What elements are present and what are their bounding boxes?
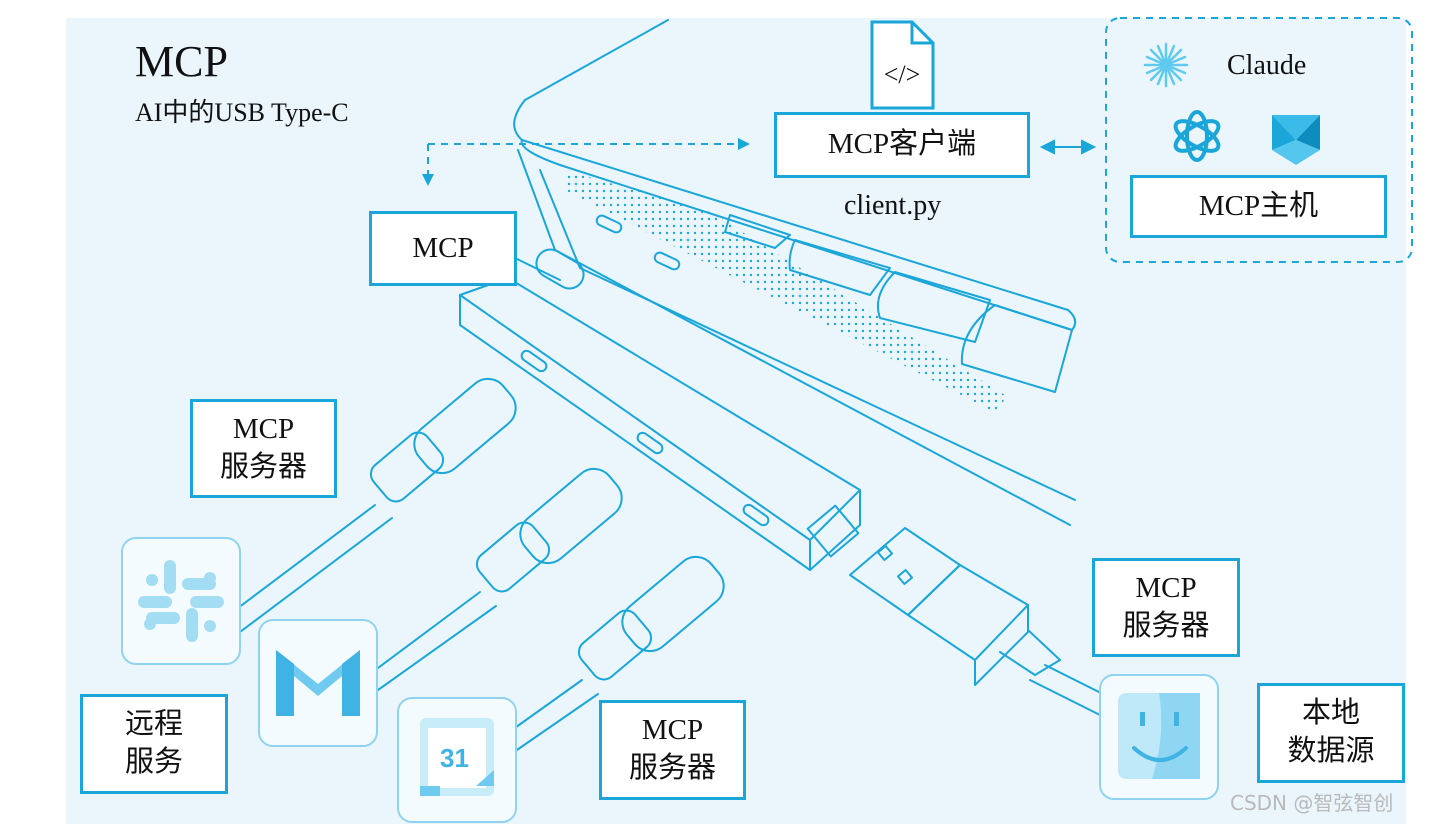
- calendar-day-number: 31: [440, 743, 469, 773]
- laptop-port-1: [595, 214, 623, 234]
- calendar-icon: [397, 697, 517, 823]
- local-data-source-label: 本地 数据源: [1257, 683, 1405, 783]
- openai-icon: [1173, 110, 1221, 162]
- usb-c-cable-3: [511, 555, 725, 753]
- mcp-server-label-top-left: MCP 服务器: [190, 399, 337, 498]
- key-3: [876, 271, 991, 343]
- diagram-subtitle: AI中的USB Type-C: [135, 98, 349, 127]
- hub-port-2: [636, 431, 664, 455]
- mcp-hub-label: MCP: [369, 211, 517, 286]
- remote-service-label: 远程 服务: [80, 694, 228, 794]
- usb-c-cable-1: [237, 377, 517, 633]
- client-file-caption: client.py: [844, 190, 942, 221]
- arrowhead-right-2: [1081, 139, 1097, 155]
- hub-port-1: [520, 349, 548, 373]
- hub-plug: [535, 248, 585, 290]
- laptop-port-2: [653, 251, 681, 271]
- hub-usb-port: [806, 504, 860, 558]
- laptop-lid: [513, 19, 669, 141]
- key-4: [960, 304, 1073, 393]
- diagram-title: MCP: [135, 37, 228, 86]
- claude-label: Claude: [1227, 50, 1307, 81]
- file-code-icon: [870, 20, 935, 110]
- watermark: CSDN @智弦智创: [1230, 791, 1394, 815]
- key-2: [788, 239, 891, 296]
- gemini-like-icon: [1272, 115, 1320, 165]
- gmail-icon: [258, 619, 378, 747]
- hub-port-3: [742, 503, 770, 527]
- file-icon-text: </>: [883, 60, 921, 89]
- usb-hub-edge: [459, 294, 861, 541]
- laptop-body-edge: [539, 169, 1076, 501]
- mcp-client-label: MCP客户端: [774, 112, 1030, 178]
- arrowhead-left: [1039, 139, 1055, 155]
- slack-icon: [121, 537, 241, 665]
- arrowhead-right: [738, 138, 750, 150]
- mcp-host-label: MCP主机: [1130, 175, 1387, 238]
- mcp-server-label-bottom: MCP 服务器: [599, 700, 746, 800]
- speaker-grille: [565, 170, 1005, 415]
- usb-hub: [459, 277, 861, 571]
- host-dashed-box: [1105, 17, 1413, 263]
- mcp-server-label-right: MCP 服务器: [1092, 558, 1240, 657]
- arrowhead-down: [422, 174, 434, 186]
- finder-icon: [1099, 674, 1219, 800]
- usb-c-cable-2: [377, 467, 623, 691]
- claude-icon: [1143, 42, 1189, 88]
- usb-a-plug: [849, 527, 1106, 716]
